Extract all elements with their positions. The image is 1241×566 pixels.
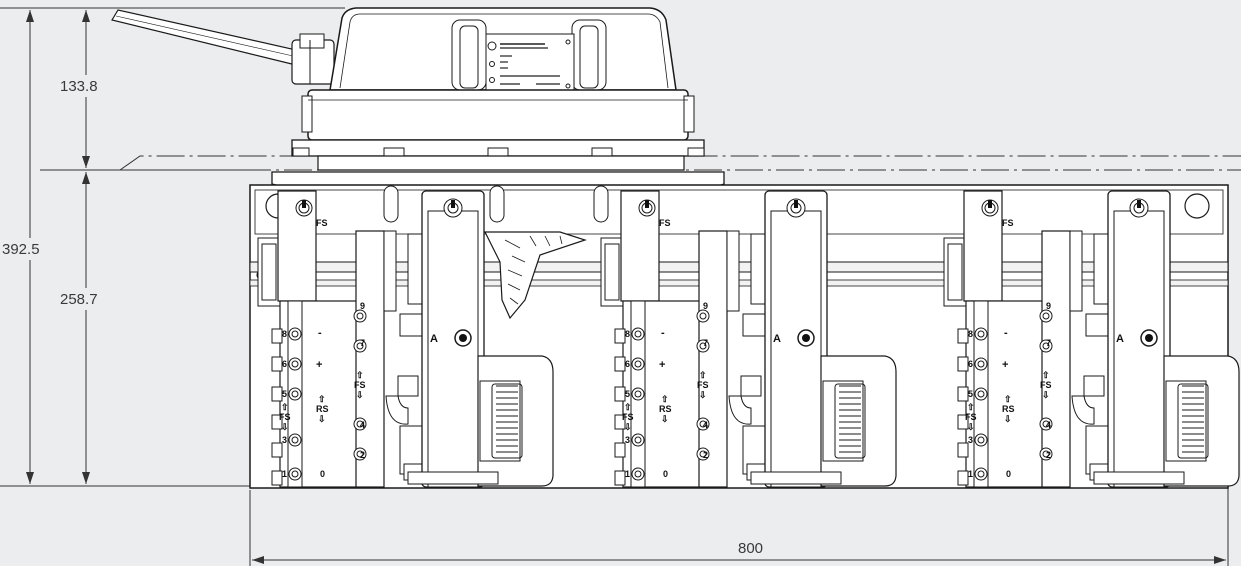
svg-text:⇧: ⇧	[318, 394, 326, 404]
svg-text:A: A	[430, 333, 438, 345]
dimension-width: 800	[738, 540, 763, 557]
svg-text:6: 6	[282, 359, 287, 369]
svg-text:⇧: ⇧	[1004, 394, 1012, 404]
svg-text:⇩: ⇩	[624, 422, 632, 432]
power-cable	[111, 9, 306, 67]
svg-text:0: 0	[663, 469, 668, 479]
dimension-total-height: 392.5	[2, 241, 40, 258]
motor-drive-unit	[271, 7, 725, 189]
svg-text:5: 5	[968, 389, 973, 399]
svg-text:⇩: ⇩	[661, 414, 669, 424]
svg-text:6: 6	[968, 359, 973, 369]
svg-text:FS: FS	[659, 218, 671, 228]
svg-text:3: 3	[282, 435, 287, 445]
module-2-labels: FS 8 6 5 3 1 ⇧ FS ⇩ - + ⇧ RS ⇩ 0 9 7 ⇧ F…	[622, 218, 781, 479]
svg-text:2: 2	[703, 450, 708, 460]
svg-text:⇩: ⇩	[318, 414, 326, 424]
svg-text:+: +	[1002, 359, 1008, 371]
svg-text:0: 0	[320, 469, 325, 479]
module-3-labels: FS 8 6 5 3 1 ⇧ FS ⇩ - + ⇧ RS ⇩ 0 9 7 ⇧ F…	[965, 218, 1124, 479]
svg-text:8: 8	[282, 329, 287, 339]
svg-text:9: 9	[360, 301, 365, 311]
svg-text:1: 1	[625, 469, 630, 479]
svg-text:⇧: ⇧	[624, 402, 632, 412]
svg-text:FS: FS	[1002, 218, 1014, 228]
svg-text:⇩: ⇩	[281, 422, 289, 432]
svg-text:3: 3	[625, 435, 630, 445]
svg-text:RS: RS	[316, 404, 329, 414]
svg-text:-: -	[1004, 327, 1008, 339]
svg-text:4: 4	[1046, 420, 1051, 430]
svg-text:4: 4	[703, 420, 708, 430]
svg-text:⇧: ⇧	[661, 394, 669, 404]
svg-text:⇧: ⇧	[356, 370, 364, 380]
svg-text:9: 9	[703, 301, 708, 311]
svg-text:FS: FS	[965, 412, 977, 422]
svg-text:RS: RS	[659, 404, 672, 414]
svg-text:⇧: ⇧	[699, 370, 707, 380]
svg-text:FS: FS	[1040, 380, 1052, 390]
svg-text:0: 0	[1006, 469, 1011, 479]
svg-text:⇩: ⇩	[1042, 390, 1050, 400]
svg-text:4: 4	[360, 420, 365, 430]
svg-text:3: 3	[968, 435, 973, 445]
svg-text:1: 1	[968, 469, 973, 479]
svg-text:8: 8	[968, 329, 973, 339]
svg-text:A: A	[773, 333, 781, 345]
svg-text:-: -	[318, 327, 322, 339]
module-1-labels: FS 8 6 5 3 1 ⇧ FS ⇩ - + ⇧ RS ⇩ 0 9 7 ⇧ F…	[279, 218, 438, 479]
svg-text:6: 6	[625, 359, 630, 369]
dimension-arrows	[26, 10, 1226, 564]
svg-text:5: 5	[625, 389, 630, 399]
svg-text:FS: FS	[697, 380, 709, 390]
svg-text:+: +	[659, 359, 665, 371]
svg-text:RS: RS	[1002, 404, 1015, 414]
svg-text:⇩: ⇩	[967, 422, 975, 432]
svg-text:2: 2	[1046, 450, 1051, 460]
svg-text:⇧: ⇧	[281, 402, 289, 412]
dimension-motor-height: 133.8	[60, 78, 98, 95]
bevel-gear	[484, 231, 587, 320]
tap-changer-frame	[249, 184, 1229, 489]
svg-text:7: 7	[360, 338, 365, 348]
svg-text:A: A	[1116, 333, 1124, 345]
svg-text:7: 7	[703, 338, 708, 348]
svg-text:FS: FS	[279, 412, 291, 422]
svg-text:9: 9	[1046, 301, 1051, 311]
svg-text:+: +	[316, 359, 322, 371]
svg-text:⇧: ⇧	[967, 402, 975, 412]
svg-text:FS: FS	[354, 380, 366, 390]
svg-text:FS: FS	[316, 218, 328, 228]
svg-text:2: 2	[360, 450, 365, 460]
svg-text:1: 1	[282, 469, 287, 479]
svg-text:7: 7	[1046, 338, 1051, 348]
svg-text:⇩: ⇩	[699, 390, 707, 400]
svg-text:8: 8	[625, 329, 630, 339]
svg-text:⇩: ⇩	[1004, 414, 1012, 424]
dimension-switch-height: 258.7	[60, 291, 98, 308]
svg-text:-: -	[661, 327, 665, 339]
svg-text:FS: FS	[622, 412, 634, 422]
svg-text:5: 5	[282, 389, 287, 399]
svg-text:⇧: ⇧	[1042, 370, 1050, 380]
svg-text:⇩: ⇩	[356, 390, 364, 400]
